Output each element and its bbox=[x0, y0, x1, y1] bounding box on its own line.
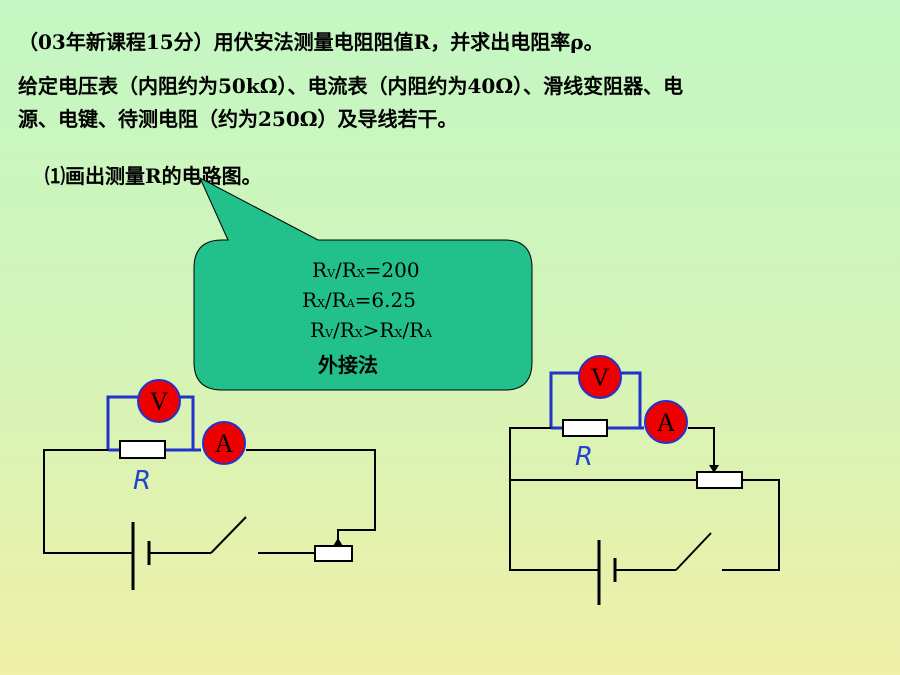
problem-line-4: ⑴画出测量R的电路图。 bbox=[45, 164, 262, 188]
ratio-rv-rx-sub-x: X bbox=[356, 267, 365, 280]
cmp-r1: R bbox=[310, 318, 326, 342]
right-resistor-label: R bbox=[575, 442, 593, 472]
left-resistor bbox=[119, 440, 166, 459]
ratio-rv-rx-value: =200 bbox=[364, 258, 420, 282]
left-voltmeter-label: V bbox=[150, 387, 169, 416]
callout-bubble bbox=[193, 176, 533, 391]
left-switch-blade bbox=[210, 516, 247, 554]
right-voltmeter bbox=[578, 355, 622, 399]
left-rheostat-arrow bbox=[333, 538, 343, 546]
right-switch-blade bbox=[675, 532, 712, 571]
ratio-rv-rx-r: R bbox=[312, 258, 328, 282]
right-rheostat bbox=[696, 471, 743, 489]
left-resistor-label: R bbox=[133, 466, 151, 496]
right-ammeter bbox=[644, 400, 688, 444]
right-circuit: V A R bbox=[509, 355, 780, 605]
ratio-rx-ra: RX/RA=6.25 bbox=[302, 288, 416, 312]
ratio-comparison: RV/RX>RX/RA bbox=[310, 318, 432, 342]
right-rheostat-right-wire bbox=[722, 479, 780, 571]
ratio-rv-rx-slash: /R bbox=[335, 258, 357, 282]
right-rheostat-arrow bbox=[709, 465, 719, 473]
method-label: 外接法 bbox=[318, 353, 378, 377]
ratio-rv-rx: RV/RX=200 bbox=[312, 258, 420, 282]
cmp-sub-a: A bbox=[424, 327, 433, 340]
right-ammeter-label: A bbox=[657, 408, 676, 437]
right-resistor bbox=[562, 419, 608, 437]
ratio-rv-rx-sub-v: V bbox=[327, 267, 336, 280]
right-outer-wire bbox=[509, 427, 599, 571]
ratio-rx-ra-value: =6.25 bbox=[354, 288, 416, 312]
ratio-rx-ra-sub-a: A bbox=[346, 297, 355, 310]
problem-line-3: 源、电键、待测电阻（约为250Ω）及导线若干。 bbox=[18, 107, 458, 131]
cmp-slash2: /R bbox=[402, 318, 425, 342]
left-voltmeter bbox=[137, 379, 181, 423]
ratio-rx-ra-slash: /R bbox=[324, 288, 347, 312]
problem-line-1: （03年新课程15分）用伏安法测量电阻阻值R，并求出电阻率ρ。 bbox=[18, 30, 604, 54]
right-ammeter-wire bbox=[688, 427, 715, 465]
right-voltmeter-label: V bbox=[591, 363, 610, 392]
problem-line-2: 给定电压表（内阻约为50kΩ）、电流表（内阻约为40Ω）、滑线变阻器、电 bbox=[18, 74, 684, 98]
left-outer-wire bbox=[43, 449, 133, 554]
ratio-rx-ra-r: R bbox=[302, 288, 318, 312]
cmp-sub-v: V bbox=[325, 327, 334, 340]
cmp-sub-x1: X bbox=[354, 327, 363, 340]
left-ammeter bbox=[202, 421, 246, 465]
left-circuit: V A R bbox=[43, 379, 376, 590]
left-rheostat bbox=[314, 545, 353, 562]
cmp-sub-x2: X bbox=[394, 327, 403, 340]
ratio-rx-ra-sub-x: X bbox=[317, 297, 325, 310]
cmp-slash1: /R bbox=[333, 318, 355, 342]
left-ammeter-label: A bbox=[215, 429, 234, 458]
left-ammeter-wire bbox=[246, 449, 376, 545]
cmp-gt: >R bbox=[362, 318, 395, 342]
